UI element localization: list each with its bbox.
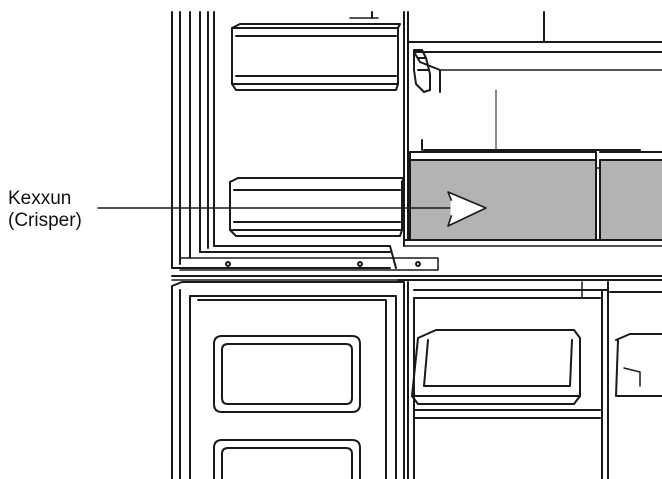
callout-leader [97,191,487,227]
left-door [171,11,397,269]
door-hinge [179,257,439,271]
lower-door [171,281,405,479]
cabinet-interior [403,11,662,247]
crisper-callout-label: Kexxun (Crisper) [8,188,82,232]
lower-compartment [407,281,662,479]
crisper-label-line2: (Crisper) [8,210,82,231]
crisper-label-line1: Kexxun [8,188,72,209]
crisper-drawers [403,151,662,247]
section-divider [171,275,662,281]
lower-door-panel-lower [213,439,361,479]
door-bin-lower [229,177,405,237]
door-bin-upper [231,23,401,91]
lower-door-panel-upper [213,335,361,413]
lower-bin [411,329,662,419]
shelf-bracket [413,49,431,93]
